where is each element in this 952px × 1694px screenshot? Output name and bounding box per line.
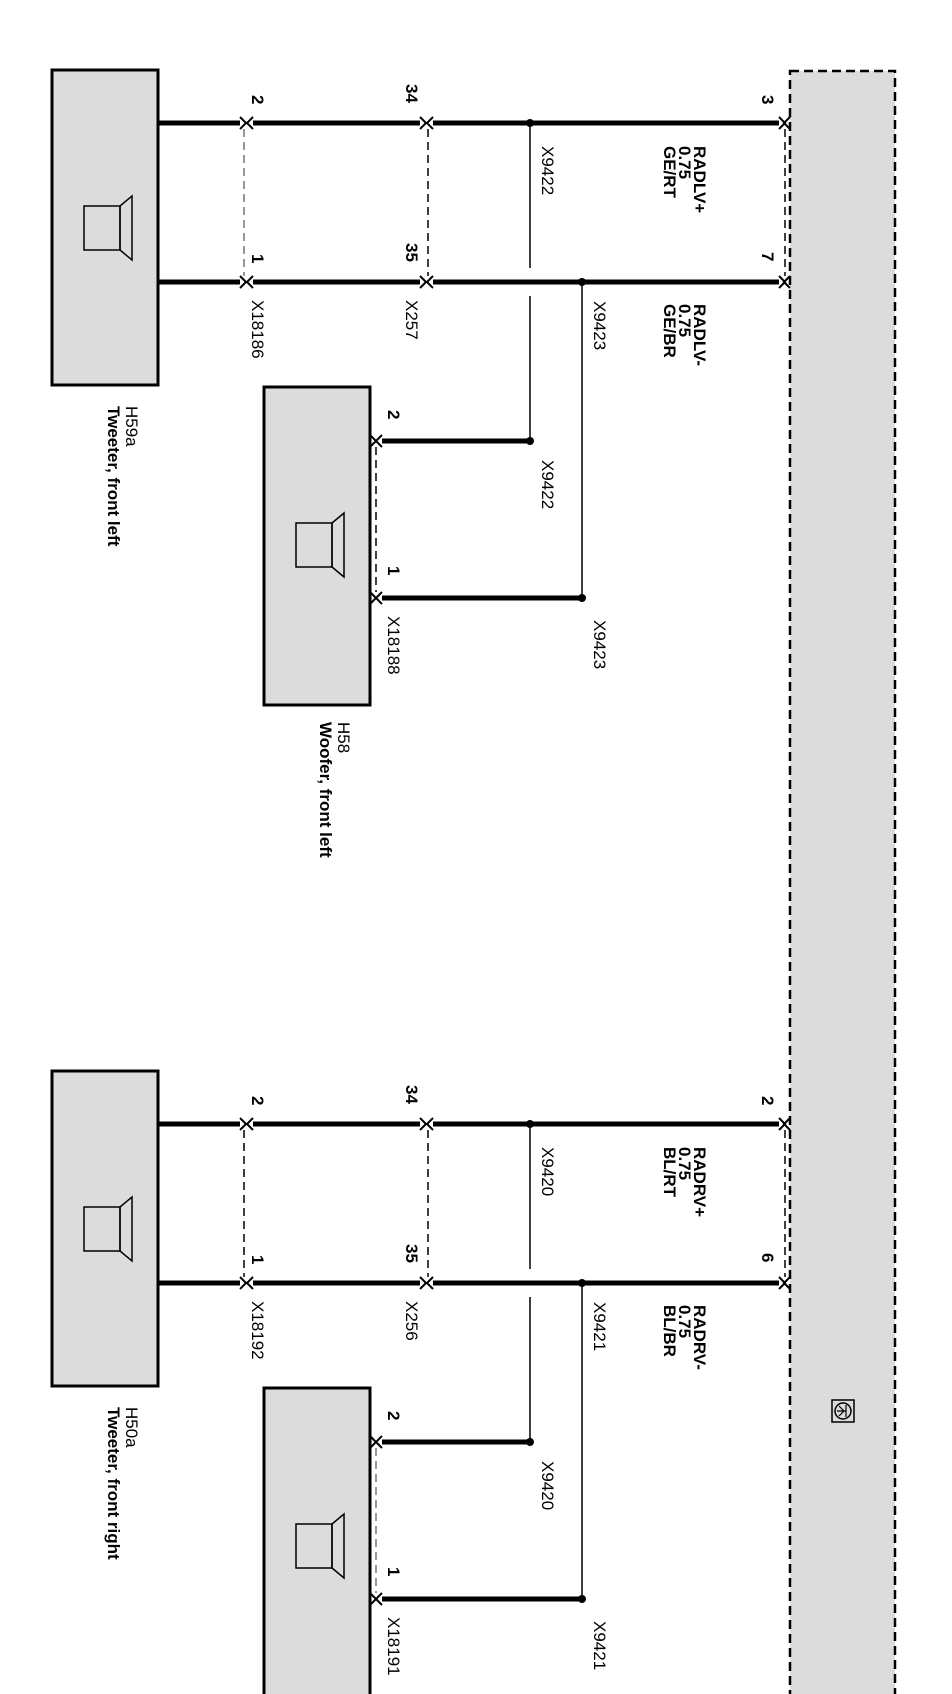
tweeter-id: H59a [122,406,141,447]
pin-end-pos: 2 [248,1096,267,1105]
pin-unit-pos: 2 [758,1096,777,1105]
woofer-pin-neg: 1 [384,1567,403,1576]
amplifier-module-icon [831,1399,855,1423]
splice-label: X9420 [538,1461,557,1510]
woofer-pin-pos: 2 [384,410,403,419]
pin-unit-neg: 6 [758,1253,777,1262]
pin-mid-neg: 35 [402,243,421,262]
splice-label: X9422 [538,146,557,195]
pin-end-neg: 1 [248,1255,267,1264]
splice-label: X9420 [538,1147,557,1196]
wire-size-neg: 0.75 [675,1305,694,1338]
pin-mid-pos: 34 [402,1085,421,1104]
tweeter-desc: Tweeter, front left [104,406,123,547]
connector-symbols [239,116,791,289]
woofer-connector-symbols [369,434,383,605]
splice-label: X9421 [590,1621,609,1670]
splice-branches [526,1120,586,1603]
tweeter-id: H50a [122,1407,141,1448]
woofer-front-left-box [262,385,372,707]
splice-label: X9421 [590,1302,609,1351]
wire-name-neg: RADRV- [690,1305,709,1370]
pin-unit-neg: 7 [758,252,777,261]
speaker-icon [295,1512,345,1580]
pin-mid-pos: 34 [402,84,421,103]
speaker-icon [83,194,133,262]
wire-name-neg: RADLV- [690,304,709,366]
pin-unit-pos: 3 [758,95,777,104]
wire-size-pos: 0.75 [675,1147,694,1180]
pin-end-neg: 1 [248,254,267,263]
pin-mid-neg: 35 [402,1244,421,1263]
control-unit-box [788,69,897,1694]
speaker-icon [295,511,345,579]
connector-label: X257 [402,300,421,340]
woofer-pin-pos: 2 [384,1411,403,1420]
connector-label: X18188 [384,616,403,675]
wire-color-pos: GE/RT [660,146,679,199]
tweeter-front-left-box [50,68,160,387]
woofer-connector-symbols [369,1435,383,1606]
woofer-pin-neg: 1 [384,566,403,575]
connector-symbols [239,1117,791,1290]
group-front-left: 3 7 34 35 2 1 RADLV+ 0.75 GE/RT RADLV- 0… [50,68,791,858]
connector-label: X18186 [248,300,267,359]
splice-branches [526,119,586,602]
wire-size-neg: 0.75 [675,304,694,337]
pin-end-pos: 2 [248,95,267,104]
splice-label: X9423 [590,301,609,350]
woofer-desc: Woofer, front left [316,722,335,858]
group-front-right: 2 6 34 35 2 1 RADRV+ 0.75 BL/RT RADRV- 0… [50,1069,791,1694]
connector-label: X18191 [384,1617,403,1676]
tweeter-desc: Tweeter, front right [104,1407,123,1560]
splice-label: X9422 [538,460,557,509]
wire-size-pos: 0.75 [675,146,694,179]
connector-label: X18192 [248,1301,267,1360]
woofer-id: H58 [334,722,353,753]
wire-color-neg: GE/BR [660,304,679,358]
wire-color-neg: BL/BR [660,1305,679,1357]
tweeter-front-right-box [50,1069,160,1388]
speaker-icon [83,1195,133,1263]
wire-color-pos: BL/RT [660,1147,679,1198]
connector-label: X256 [402,1301,421,1341]
wire-name-pos: RADRV+ [690,1147,709,1217]
splice-label: X9423 [590,620,609,669]
woofer-front-right-box [262,1386,372,1694]
wire-name-pos: RADLV+ [690,146,709,213]
